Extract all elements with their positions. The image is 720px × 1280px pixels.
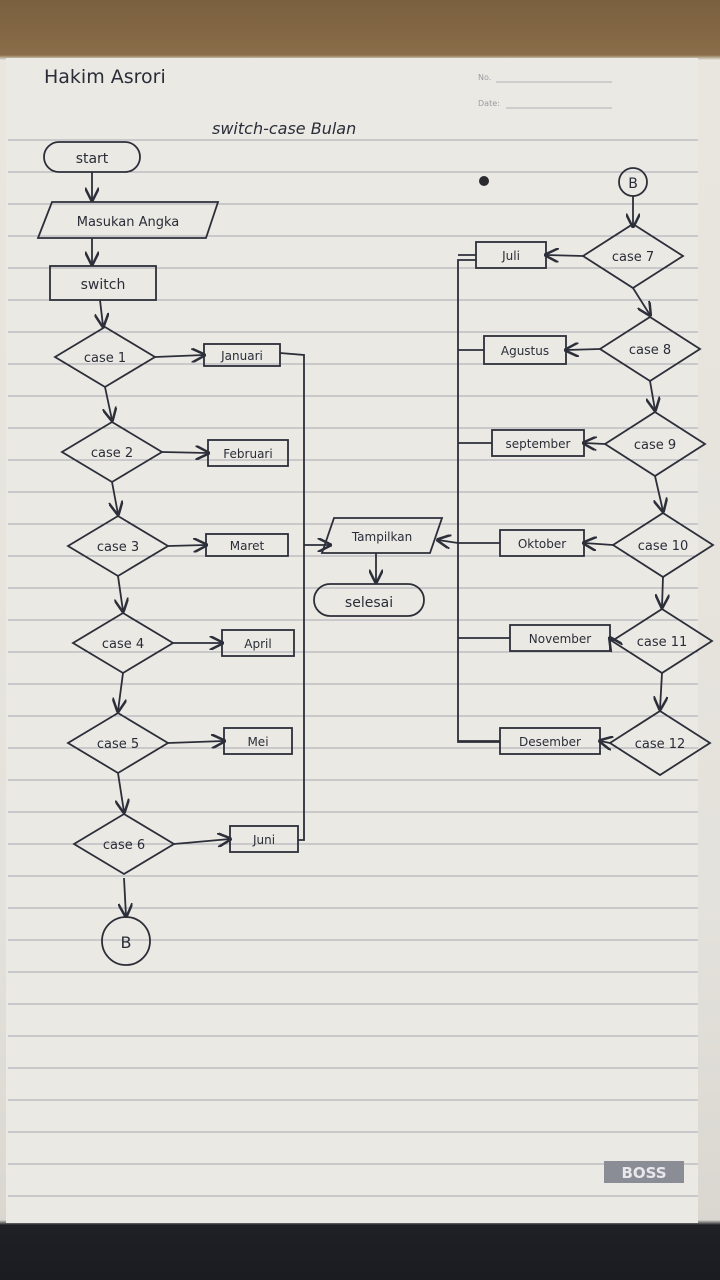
arrow-case6-connector [124, 877, 126, 916]
connector-b-bottom-label: B [121, 933, 132, 952]
brand-logo-text: BOSS [621, 1164, 666, 1182]
month-box [229, 825, 299, 853]
case-label: case 5 [97, 737, 139, 752]
switch-process [49, 265, 157, 301]
arrow-case-month [584, 443, 606, 444]
left-case-column: case 1 Januari case 2 Februari case 3 Maret ca… [53, 325, 299, 876]
case-label: case 6 [103, 838, 145, 853]
no-label: No. [478, 73, 491, 82]
end-terminal [313, 583, 425, 617]
arrow-next-case [650, 380, 655, 410]
month-box [221, 629, 295, 657]
author-name: Hakim Asrori [44, 66, 166, 88]
case-label: case 1 [84, 351, 126, 366]
month-label: April [244, 637, 271, 651]
ruled-lines [8, 139, 698, 1197]
arrow-next-case [118, 575, 123, 611]
month-label: Juni [252, 833, 275, 847]
connector-b-bottom [101, 916, 151, 966]
switch-label: switch [81, 277, 126, 293]
case-label: case 4 [102, 637, 144, 652]
case-decision-diamond [608, 709, 712, 777]
case-label: case 3 [97, 540, 139, 555]
month-label: Oktober [518, 537, 566, 551]
connector-b-top-label: B [628, 176, 638, 192]
month-label: september [506, 437, 571, 451]
page-title: switch-case Bulan [212, 119, 356, 138]
arrow-next-case [655, 475, 663, 511]
month-label: November [529, 632, 591, 646]
arrow-next-case [112, 481, 118, 514]
start-label: start [76, 151, 109, 167]
end-label: selesai [345, 595, 393, 611]
month-label: Maret [230, 539, 265, 553]
flowchart-canvas: Hakim Asrori switch-case Bulan No. Date:… [6, 58, 715, 1223]
month-label: Mei [247, 735, 268, 749]
output-parallelogram [320, 517, 444, 554]
arrow-next-case [118, 672, 123, 711]
month-box [205, 533, 289, 557]
arrow-case-month [167, 741, 224, 743]
output-label: Tampilkan [351, 530, 412, 544]
arrow-switch-case1 [100, 299, 103, 326]
arrow-next-case [105, 386, 112, 420]
arrow-case-month [154, 355, 204, 357]
month-label: Juli [501, 249, 520, 263]
case-label: case 9 [634, 438, 676, 453]
case-label: case 11 [637, 635, 688, 650]
arrow-next-case [632, 287, 650, 315]
arrow-next-case [660, 672, 662, 709]
ink-dot [479, 176, 489, 186]
arrow-case-month [584, 543, 614, 545]
arrow-case-month [161, 452, 208, 453]
right-case-column: case 7 Juli case 8 Agustus case 9 september ca… [458, 222, 715, 777]
right-collector-line [457, 259, 500, 743]
arrow-case-month [546, 255, 584, 256]
case-label: case 12 [635, 737, 686, 752]
paper-sheet [6, 58, 698, 1223]
arrow-case-month [566, 349, 601, 350]
month-label: Agustus [501, 344, 549, 358]
month-label: Januari [220, 349, 263, 363]
month-box [207, 439, 289, 467]
arrow-next-case [662, 576, 663, 607]
date-label: Date: [478, 99, 500, 108]
arrow-case-month [600, 741, 610, 743]
left-collector-line [279, 352, 305, 841]
case-label: case 2 [91, 446, 133, 461]
case-label: case 7 [612, 250, 654, 265]
input-parallelogram [36, 201, 220, 239]
month-box [223, 727, 293, 755]
arrow-case-month [173, 839, 230, 844]
input-label: Masukan Angka [77, 215, 179, 230]
case-decision-diamond [72, 812, 176, 876]
month-label: Februari [223, 447, 272, 461]
arrow-right-output [438, 540, 459, 543]
arrow-case-month [167, 545, 206, 546]
arrow-next-case [118, 772, 124, 812]
brand-logo [604, 1161, 684, 1183]
month-box [203, 343, 281, 367]
case-label: case 8 [629, 343, 671, 358]
month-label: Desember [519, 735, 581, 749]
case-label: case 10 [638, 539, 689, 554]
